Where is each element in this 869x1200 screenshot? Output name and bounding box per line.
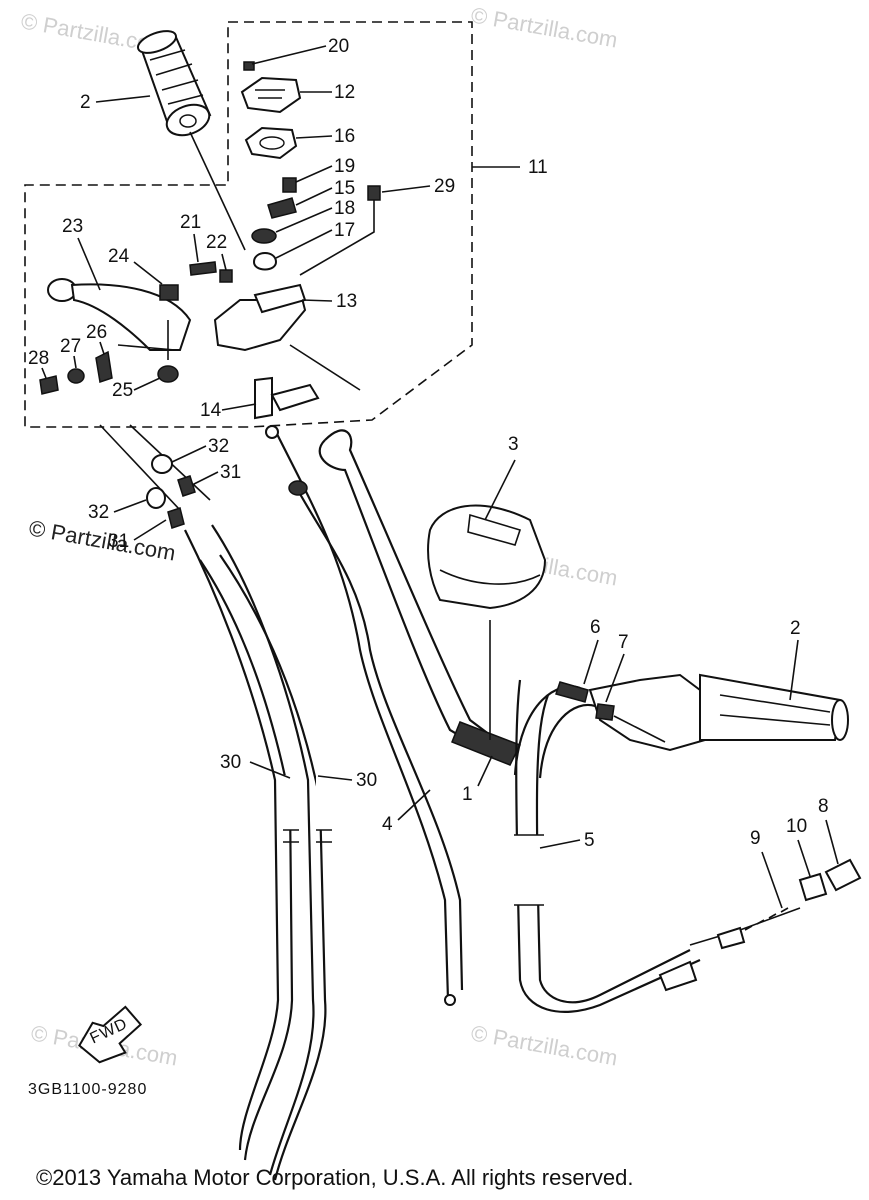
watermark: © Partzilla.com: [469, 2, 619, 52]
callout-22: 22: [206, 232, 227, 253]
callout-32-bottom: 32: [88, 502, 109, 523]
callout-15: 15: [334, 178, 355, 199]
callout-31-top: 31: [220, 462, 241, 483]
copyright-footer: ©2013 Yamaha Motor Corporation, U.S.A. A…: [36, 1165, 633, 1190]
left-grip: [136, 30, 246, 251]
callout-27: 27: [60, 336, 81, 357]
callout-31-bottom: 31: [108, 531, 129, 552]
switch-housing: [427, 459, 547, 740]
throttle-cables: [99, 424, 332, 1181]
clamp-cover-parts: [240, 61, 381, 276]
callout-32-top: 32: [208, 436, 229, 457]
clutch-cable: [265, 425, 464, 1006]
callout-labels: 20 12 16 11 19 15 18 17 29 2 23 21 22 24…: [28, 36, 839, 909]
callout-16: 16: [334, 126, 355, 147]
callout-14: 14: [200, 400, 222, 421]
callout-3: 3: [508, 434, 519, 455]
callout-18: 18: [334, 198, 355, 219]
callout-2-left: 2: [80, 92, 91, 113]
callout-19: 19: [334, 156, 355, 177]
callout-29: 29: [434, 176, 455, 197]
lever-bracket-assembly: [39, 261, 361, 420]
callout-28: 28: [28, 348, 49, 369]
callout-2-right: 2: [790, 618, 801, 639]
callout-21: 21: [180, 212, 201, 233]
callout-8: 8: [818, 796, 829, 817]
callout-30-right: 30: [356, 770, 377, 791]
callout-10: 10: [786, 816, 807, 837]
callout-6: 6: [590, 617, 601, 638]
watermark: © Partzilla.com: [469, 1020, 619, 1070]
callout-25: 25: [112, 380, 133, 401]
callout-11: 11: [528, 157, 548, 178]
callout-7: 7: [618, 632, 629, 653]
callout-30-left: 30: [220, 752, 241, 773]
diagram-code: 3GB1100-9280: [28, 1081, 147, 1098]
throttle-cable-5: [514, 679, 862, 1013]
callout-1: 1: [462, 784, 473, 805]
callout-5: 5: [584, 830, 595, 851]
callout-26: 26: [86, 322, 107, 343]
callout-24: 24: [108, 246, 130, 267]
right-grip-throttle: [555, 673, 849, 752]
callout-9: 9: [750, 828, 761, 849]
handlebar: [318, 429, 596, 779]
callout-23: 23: [62, 216, 83, 237]
callout-4: 4: [382, 814, 393, 835]
callout-13: 13: [336, 291, 357, 312]
callout-20: 20: [328, 36, 349, 57]
callout-12: 12: [334, 82, 355, 103]
assembly-outline-11: [24, 21, 473, 428]
callout-17: 17: [334, 220, 355, 241]
